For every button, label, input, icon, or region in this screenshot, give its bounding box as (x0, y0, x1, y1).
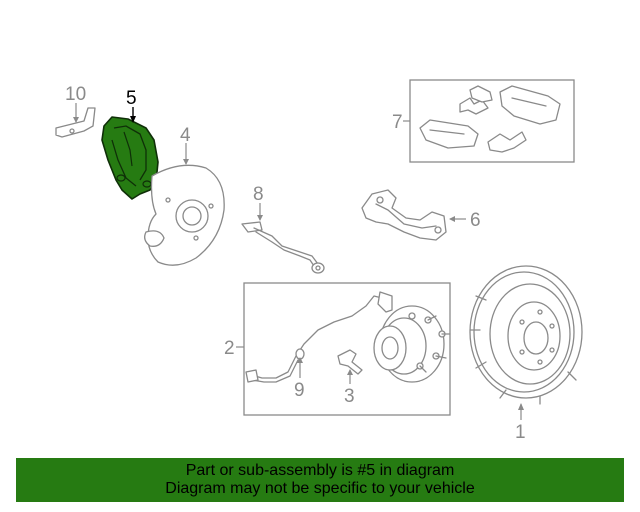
part-9-sensor-connector[interactable]: 9 (294, 348, 305, 401)
part-3-hub-bolt[interactable]: 3 (337, 349, 363, 407)
callout-7: 7 (392, 112, 403, 133)
part-8-brake-hose[interactable]: 8 (241, 184, 325, 274)
callout-3: 3 (344, 386, 355, 407)
part-1-rotor[interactable]: 1 (469, 265, 583, 443)
callout-1: 1 (515, 422, 526, 443)
callout-6: 6 (470, 210, 481, 231)
callout-4: 4 (180, 125, 191, 146)
callout-10: 10 (65, 84, 86, 105)
callout-2: 2 (224, 338, 235, 359)
part-4-splash-shield[interactable]: 4 (144, 125, 225, 266)
callout-5: 5 (126, 88, 137, 109)
part-6-caliper-bracket[interactable]: 6 (361, 189, 481, 241)
callout-8: 8 (253, 184, 264, 205)
banner-line-1: Part or sub-assembly is #5 in diagram (185, 462, 455, 479)
callout-9: 9 (294, 380, 305, 401)
hub-kit-box (243, 282, 451, 416)
parts-diagram: 10 5 4 7 (55, 79, 583, 443)
part-7-brake-pad-kit[interactable]: 7 (392, 79, 575, 163)
part-2-hub-bearing-kit[interactable]: 2 (224, 282, 451, 416)
info-banner: Part or sub-assembly is #5 in diagram Di… (16, 458, 624, 502)
banner-line-2: Diagram may not be specific to your vehi… (165, 480, 475, 497)
part-10-bracket[interactable]: 10 (55, 84, 96, 138)
part-5-caliper[interactable]: 5 (101, 88, 159, 200)
